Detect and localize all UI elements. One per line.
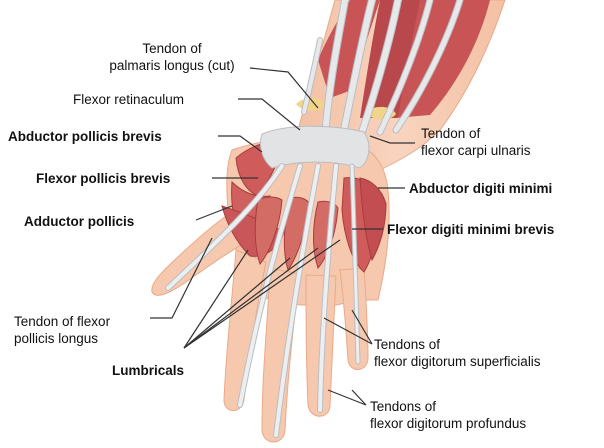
flexor-retinaculum-shape xyxy=(260,126,368,168)
label-fds-line1: Tendons of xyxy=(374,336,541,353)
label-fcu-line2: flexor carpi ulnaris xyxy=(421,142,531,159)
label-flexor-pollicis-longus: Tendon of flexor pollicis longus xyxy=(14,313,110,347)
label-fpl-line2: pollicis longus xyxy=(14,330,110,347)
label-abductor-pollicis-brevis: Abductor pollicis brevis xyxy=(8,128,162,145)
leader-retinaculum xyxy=(238,99,300,130)
label-palmaris-line1: Tendon of xyxy=(62,40,282,57)
label-abductor-digiti-minimi: Abductor digiti minimi xyxy=(409,180,552,197)
label-flexor-carpi-ulnaris: Tendon of flexor carpi ulnaris xyxy=(421,125,531,159)
label-flexor-retinaculum: Flexor retinaculum xyxy=(73,91,184,108)
label-flexor-digiti-minimi-brevis: Flexor digiti minimi brevis xyxy=(387,221,554,238)
label-fpl-line1: Tendon of flexor xyxy=(14,313,110,330)
label-flexor-pollicis-brevis: Flexor pollicis brevis xyxy=(36,170,170,187)
leader-fdp-1 xyxy=(328,390,366,405)
label-adductor-pollicis: Adductor pollicis xyxy=(24,213,134,230)
label-fcu-line1: Tendon of xyxy=(421,125,531,142)
label-palmaris-longus: Tendon of palmaris longus (cut) xyxy=(62,40,282,74)
label-flexor-digitorum-superficialis: Tendons of flexor digitorum superficiali… xyxy=(374,336,541,370)
label-flexor-digitorum-profundus: Tendons of flexor digitorum profundus xyxy=(370,398,526,432)
label-lumbricals: Lumbricals xyxy=(112,362,184,379)
label-palmaris-line2: palmaris longus (cut) xyxy=(62,57,282,74)
label-fdp-line1: Tendons of xyxy=(370,398,526,415)
label-fds-line2: flexor digitorum superficialis xyxy=(374,353,541,370)
label-fdp-line2: flexor digitorum profundus xyxy=(370,415,526,432)
